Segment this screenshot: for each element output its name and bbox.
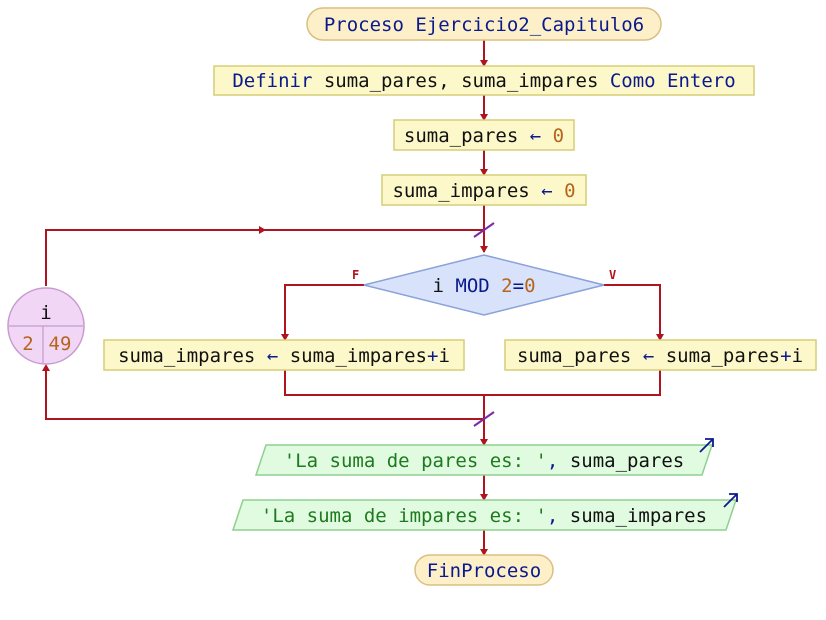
- output-string: 'La suma de impares es: ': [261, 505, 547, 527]
- add-suma-pares-text: suma_pares ← suma_pares+i: [517, 345, 803, 367]
- arrowhead-branch-true: [656, 334, 664, 341]
- loop-break-mark-top: [473, 222, 495, 238]
- for-loop-node[interactable]: i 2 49: [7, 287, 85, 365]
- end-text: FinProceso: [427, 560, 541, 582]
- true-branch-label: V: [609, 268, 616, 282]
- assign-pares-value: 0: [553, 125, 564, 147]
- define-block[interactable]: Definir suma_pares, suma_impares Como En…: [213, 65, 755, 96]
- add-suma-impares-block[interactable]: suma_impares ← suma_impares+i: [103, 339, 465, 371]
- loop-break-mark-bottom: [473, 411, 495, 427]
- expr-var: suma_pares: [666, 345, 780, 367]
- define-text: Definir suma_pares, suma_impares Como En…: [232, 70, 735, 92]
- arrowhead-end: [480, 549, 488, 556]
- output-separator: ,: [547, 450, 558, 472]
- add-suma-impares-text: suma_impares ← suma_impares+i: [118, 345, 450, 367]
- connector-loop-top: [45, 229, 484, 286]
- assign-arrow: ←: [267, 345, 278, 367]
- condition-divisor: 2: [501, 275, 512, 297]
- assign-impares-value: 0: [564, 180, 575, 202]
- expr-var: suma_impares: [290, 345, 427, 367]
- assign-impares-var: suma_impares: [392, 180, 529, 202]
- define-keyword: Definir: [232, 70, 312, 92]
- arrowhead-define: [480, 60, 488, 67]
- define-type: Como Entero: [610, 70, 736, 92]
- arrowhead-assign-pares: [480, 114, 488, 121]
- start-text: Proceso Ejercicio2_Capitulo6: [324, 14, 644, 36]
- assign-suma-pares-text: suma_pares ← 0: [404, 125, 564, 147]
- arrowhead-loop-return: [42, 364, 50, 371]
- loop-to: 49: [49, 333, 72, 355]
- condition-var: i: [432, 275, 443, 297]
- assign-arrow: ←: [643, 345, 654, 367]
- condition-equals: =: [513, 275, 524, 297]
- expr-var-i: i: [438, 345, 449, 367]
- connector-merge-true: [484, 370, 661, 396]
- decision-block[interactable]: i MOD 2=0: [363, 254, 605, 316]
- loop-variable: i: [40, 302, 51, 324]
- output-arrow-icon: [723, 493, 738, 508]
- connector-branch-true: [604, 284, 661, 340]
- plus-operator: +: [427, 345, 438, 367]
- output-arrow-icon: [699, 438, 714, 453]
- target-var: suma_pares: [517, 345, 631, 367]
- assign-suma-pares-block[interactable]: suma_pares ← 0: [393, 119, 575, 151]
- assign-arrow: ←: [541, 180, 552, 202]
- define-vars: suma_pares, suma_impares: [324, 70, 599, 92]
- output-var: suma_pares: [570, 450, 684, 472]
- output-separator: ,: [547, 505, 558, 527]
- add-suma-pares-block[interactable]: suma_pares ← suma_pares+i: [504, 339, 817, 371]
- arrowhead-output2: [480, 494, 488, 501]
- connector-loop-return: [45, 366, 485, 420]
- connector-branch-false: [284, 284, 364, 340]
- arrowhead-loop-top: [259, 226, 266, 234]
- arrowhead-decision: [480, 246, 488, 253]
- assign-suma-impares-block[interactable]: suma_impares ← 0: [381, 174, 587, 206]
- assign-arrow: ←: [530, 125, 541, 147]
- connector-merge-false: [284, 370, 484, 396]
- condition-value: 0: [524, 275, 535, 297]
- start-terminal[interactable]: Proceso Ejercicio2_Capitulo6: [306, 7, 662, 41]
- output-string: 'La suma de pares es: ': [284, 450, 547, 472]
- output-pares-text: 'La suma de pares es: ', suma_pares: [284, 450, 684, 472]
- arrowhead-output1: [480, 439, 488, 446]
- output-impares-block[interactable]: 'La suma de impares es: ', suma_impares: [231, 493, 738, 531]
- output-var: suma_impares: [570, 505, 707, 527]
- output-pares-block[interactable]: 'La suma de pares es: ', suma_pares: [254, 438, 714, 476]
- target-var: suma_impares: [118, 345, 255, 367]
- decision-condition: i MOD 2=0: [432, 275, 535, 297]
- false-branch-label: F: [352, 268, 359, 282]
- arrowhead-branch-false: [281, 334, 289, 341]
- condition-operator: MOD: [455, 275, 489, 297]
- end-terminal[interactable]: FinProceso: [414, 554, 554, 586]
- assign-suma-impares-text: suma_impares ← 0: [392, 180, 575, 202]
- plus-operator: +: [780, 345, 791, 367]
- loop-from: 2: [22, 333, 33, 355]
- assign-pares-var: suma_pares: [404, 125, 518, 147]
- arrowhead-assign-impares: [480, 169, 488, 176]
- output-impares-text: 'La suma de impares es: ', suma_impares: [261, 505, 707, 527]
- expr-var-i: i: [792, 345, 803, 367]
